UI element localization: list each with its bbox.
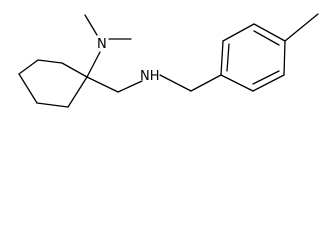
aryl-bond-1 (220, 40, 224, 76)
bond-c-ch2 (86, 76, 119, 93)
aryl-bond-4 (283, 40, 286, 76)
ring-bond-5 (36, 102, 69, 108)
aryl-bond-6 (220, 74, 254, 92)
structure-diagram: N NH (18, 13, 319, 108)
aryl-bond-1-inner (226, 43, 230, 72)
aryl-bond-5-inner (252, 70, 280, 85)
ring-bond-6 (67, 76, 88, 108)
ring-bond-2 (37, 59, 63, 64)
aryl-bond-2 (222, 23, 255, 42)
atom-label-n: N (97, 37, 107, 52)
ring-bond-3 (18, 59, 39, 75)
aryl-bond-3-inner (253, 30, 280, 46)
ring-bond-4 (18, 73, 38, 104)
ring-bond-1 (61, 62, 88, 78)
bond-ch2-nh (117, 80, 143, 93)
bond-ch2-aryl (190, 74, 222, 92)
molecule-canvas: N NH (0, 0, 328, 119)
aryl-bond-3 (253, 23, 286, 42)
bond-nh-ch2 (159, 74, 192, 92)
bond-aryl-methyl (284, 13, 319, 42)
aryl-bond-5 (252, 74, 285, 92)
atom-label-nh: NH (140, 69, 160, 84)
bond-c-n (86, 51, 101, 78)
bond-n-methyl-left (84, 14, 98, 36)
